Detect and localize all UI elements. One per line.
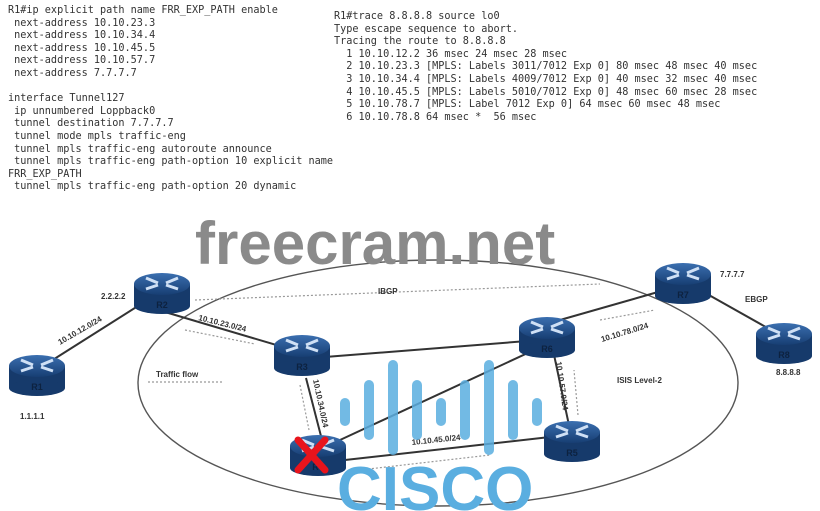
cli-line: tunnel destination 7.7.7.7 [8,118,174,130]
router-name: R8 [778,350,790,360]
ibgp-session-arrow [194,283,601,301]
links [39,289,781,461]
link-r6-r7 [559,289,666,321]
link-r5-r6 [552,349,571,431]
router-name: R7 [677,290,689,300]
cli-line: Tracing the route to 8.8.8.8 [334,36,506,48]
router-name: R1 [31,382,43,392]
cli-line: next-address 10.10.45.5 [8,42,156,54]
router-r5[interactable]: R5 [542,419,602,464]
router-r2[interactable]: R2 [132,271,192,316]
r1-loopback: 1.1.1.1 [20,412,45,421]
r2-loopback: 2.2.2.2 [101,292,126,301]
cli-line: R1#ip explicit path name FRR_EXP_PATH en… [8,5,278,16]
link-r4-r6 [339,344,546,441]
cli-line: next-address 10.10.23.3 [8,17,156,29]
cli-line: 2 10.10.23.3 [MPLS: Labels 3011/7012 Exp… [334,61,758,73]
link-r3-r4 [305,377,323,441]
cli-line: FRR_EXP_PATH [8,168,82,180]
subnet-r5-r6: 10.10.57.0/24 [554,361,570,411]
isis-area-boundary [137,259,739,507]
ebgp-label: EBGP [745,295,768,304]
subnet-r3-r4: 10.10.34.0/24 [311,379,330,429]
cisco-logo [340,360,542,455]
cli-line: tunnel mpls traffic-eng autoroute announ… [8,143,272,155]
cli-line: tunnel mode mpls traffic-eng [8,130,186,142]
cli-line: tunnel mpls traffic-eng path-option 10 e… [8,156,334,168]
cli-line: 1 10.10.12.2 36 msec 24 msec 28 msec [334,48,568,60]
cisco-logo-text: CISCO [337,455,533,511]
traffic-flow-label: Traffic flow [156,370,199,379]
cli-line: interface Tunnel127 [8,93,125,105]
flow-arrows [148,283,656,471]
traffic-arrow-r5-r6 [573,369,579,416]
cli-line: next-address 7.7.7.7 [8,67,137,79]
r7-loopback: 7.7.7.7 [720,270,745,279]
router-name: R6 [541,344,553,354]
router-r1[interactable]: R1 [7,353,67,398]
router-r6[interactable]: R6 [517,315,577,360]
traffic-arrow-r3-r4 [299,384,310,431]
subnet-r6-r7: 10.10.78.0/24 [600,321,650,344]
cli-line: 3 10.10.34.4 [MPLS: Labels 4009/7012 Exp… [334,73,758,85]
router-r7[interactable]: R7 [653,261,713,306]
explicit-path-config: R1#ip explicit path name FRR_EXP_PATH en… [8,5,333,194]
router-r3[interactable]: R3 [272,333,332,378]
cli-line: 5 10.10.78.7 [MPLS: Label 7012 Exp 0] 64… [334,99,721,111]
cli-line: next-address 10.10.57.7 [8,55,156,67]
cli-line: Type escape sequence to abort. [334,23,519,35]
router-r8[interactable]: R8 [754,321,814,366]
router-name: R3 [296,362,308,372]
isis-level-label: ISIS Level-2 [617,376,662,385]
failure-x-icon [294,436,329,474]
subnet-r2-r3: 10.10.23.0/24 [198,313,248,334]
cli-line: tunnel mpls traffic-eng path-option 20 d… [8,181,297,193]
link-r4-r5 [344,436,551,461]
cli-line: 4 10.10.45.5 [MPLS: Labels 5010/7012 Exp… [334,86,758,98]
traffic-arrow-r6-r7 [599,309,656,321]
router-name: R2 [156,300,168,310]
link-r3-r6 [324,339,541,358]
cli-line: next-address 10.10.34.4 [8,30,156,42]
cli-line: R1#trace 8.8.8.8 source lo0 [334,11,500,22]
site-watermark: freecram.net [195,210,555,277]
traffic-arrow-r4-r5 [359,454,491,471]
ibgp-label: IBGP [378,287,398,296]
router-name: R5 [566,448,578,458]
cli-line: ip unnumbered Loppback0 [8,105,156,117]
cli-line: 6 10.10.78.8 64 msec * 56 msec [334,111,537,123]
r8-loopback: 8.8.8.8 [776,368,801,377]
